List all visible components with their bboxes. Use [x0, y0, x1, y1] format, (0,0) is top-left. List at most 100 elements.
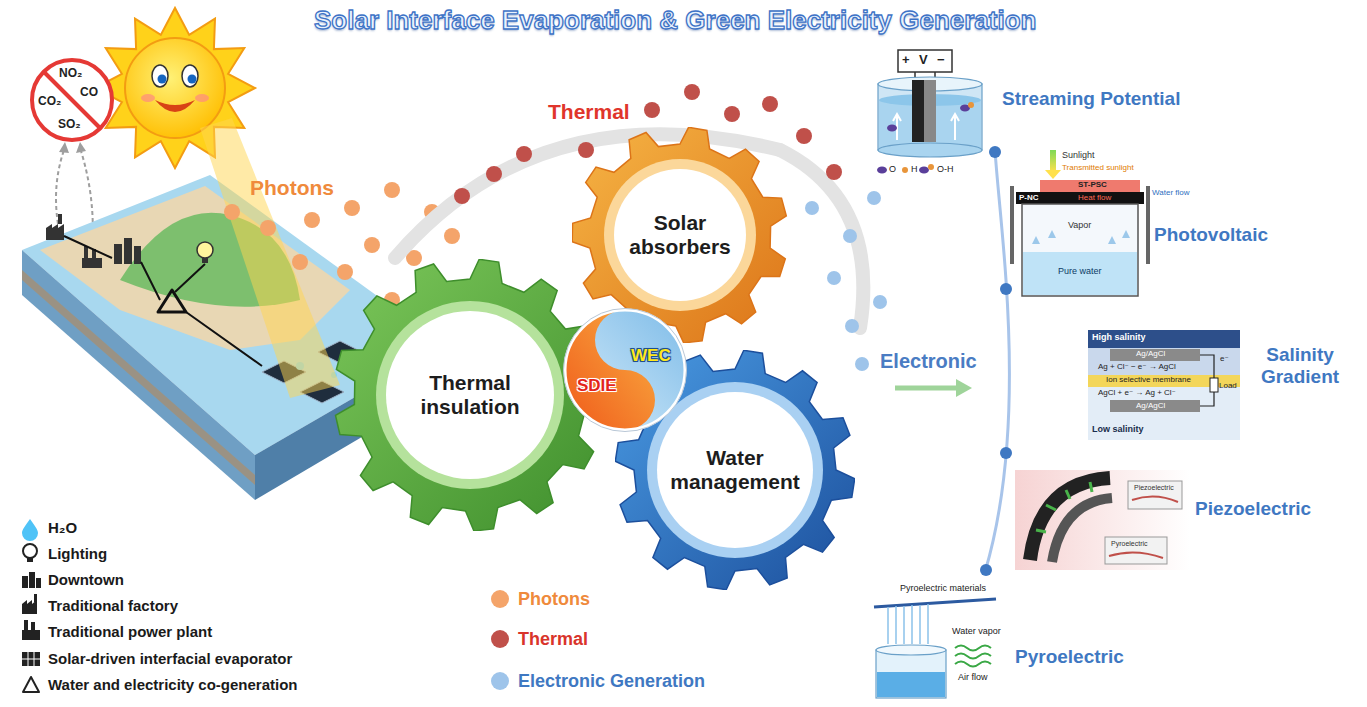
gear-hub [614, 169, 746, 301]
legend-text: Water and electricity co-generation [48, 676, 298, 693]
mechanism-heading: Salinity Gradient [1245, 344, 1355, 388]
figure-label: High salinity [1092, 332, 1146, 342]
figure-label: Air flow [958, 672, 988, 682]
electron-dot [805, 201, 819, 215]
legend-text: Lighting [48, 545, 107, 562]
meter-sign: + [902, 53, 910, 68]
mechanism-panel: Streaming Potential [872, 46, 994, 176]
inset-label: Piezoelectric [1133, 484, 1175, 492]
thermal-dot [684, 84, 700, 100]
pure-water [1023, 252, 1137, 295]
electron-dot [827, 271, 841, 285]
gear-node: Solar absorbers [572, 127, 788, 343]
electron-dot [873, 295, 887, 309]
legend-swatch [491, 630, 509, 648]
sun-cheek [141, 94, 155, 102]
reaction-label: AgCl + e⁻ → Ag + Cl⁻ [1098, 388, 1176, 397]
flow-arrow [893, 114, 959, 140]
legend-text: Traditional factory [48, 597, 178, 614]
gear-hub [657, 392, 813, 548]
downtown-icon [36, 578, 41, 588]
meter-sign: − [937, 53, 945, 68]
legend-swatch [491, 590, 509, 608]
output-dot [1000, 283, 1012, 295]
mechanism-heading: Streaming Potential [1002, 88, 1180, 110]
electron-label: e⁻ [1220, 354, 1229, 363]
oxygen-icon [877, 167, 887, 174]
pyro-plate [874, 599, 996, 607]
flow-label: Thermal [548, 100, 630, 124]
species-label: O-H [937, 164, 954, 174]
vapor-mark [1048, 230, 1056, 238]
meter-label: V [919, 53, 928, 68]
factory-chimney [58, 214, 62, 224]
molecule [887, 125, 897, 132]
figure-label: Pyroelectric materials [900, 583, 986, 593]
electronic-arrow [895, 386, 958, 391]
output-dot [989, 146, 1001, 158]
power-plant-icon [82, 258, 102, 268]
emission-arrow [56, 150, 64, 224]
core-circle: SDIEWEC [563, 308, 687, 432]
beaker-body [876, 650, 946, 698]
gear-hub [386, 311, 554, 479]
core-rim [565, 310, 685, 430]
thermal-dot [454, 188, 470, 204]
factory-icon [46, 224, 64, 240]
power-plant-legend-chimney [31, 622, 35, 630]
membrane-label: Ion selective membrane [1106, 375, 1191, 384]
gear-label: Solar absorbers [621, 211, 739, 259]
gas-label: SO₂ [58, 118, 81, 132]
reaction-label: Ag + Cl⁻ − e⁻ → AgCl [1098, 362, 1176, 371]
zoom-box [1105, 537, 1167, 564]
flow-label: Photons [250, 176, 334, 200]
figure-label: Low salinity [1092, 424, 1144, 434]
building-icon [114, 244, 122, 264]
electrode [912, 80, 924, 142]
electron-dot [845, 319, 859, 333]
piezoelectric-figure [1015, 470, 1190, 570]
legend-text: H₂O [48, 519, 77, 536]
legend-icons [22, 519, 41, 692]
air-flow-waves [955, 646, 991, 667]
power-plant-legend-chimney [24, 620, 28, 630]
thermal-dot [644, 102, 660, 118]
flow-arc [780, 150, 863, 328]
gear-teeth [615, 350, 854, 589]
layer-label: ST-PSC [1078, 180, 1107, 189]
recycle-icon [158, 290, 186, 312]
electron-dot [855, 357, 869, 371]
hydroxide-icon [928, 164, 934, 170]
thermal-dot [762, 96, 778, 112]
sun-eye [182, 65, 198, 87]
sunlight-arrow [1050, 150, 1056, 172]
p-nc-layer [1016, 192, 1144, 204]
gear-text-area: Thermal insulation [393, 318, 547, 472]
emission-arrowhead [59, 142, 69, 153]
beaker-water [877, 672, 945, 697]
photon-dot [337, 264, 353, 280]
gear-label: Water management [664, 446, 806, 494]
photovoltaic-figure [1010, 150, 1150, 296]
figure-ground [1015, 470, 1190, 570]
core-label: WEC [631, 346, 671, 366]
vapor-mark [1032, 236, 1040, 244]
device-band [1052, 498, 1112, 562]
power-line [64, 236, 262, 366]
figure-label: Sunlight [1062, 150, 1095, 160]
photon-dot [224, 204, 240, 220]
sun-smile [155, 100, 195, 112]
power-plant-legend-icon [22, 630, 40, 640]
sun-face [125, 38, 225, 138]
high-salinity-band [1088, 330, 1240, 348]
thermal-dot [796, 128, 812, 144]
legend-swatch [491, 672, 509, 690]
electrode-label: Ag/AgCl [1136, 401, 1165, 410]
core-outline [564, 309, 687, 432]
thermal-dot [826, 164, 842, 180]
output-dot [980, 564, 992, 576]
diagram-title: Solar Interface Evaporation & Green Elec… [314, 6, 1036, 36]
molecule [968, 102, 974, 108]
lighting-icon [23, 544, 37, 558]
load-label: Load [1219, 381, 1237, 390]
